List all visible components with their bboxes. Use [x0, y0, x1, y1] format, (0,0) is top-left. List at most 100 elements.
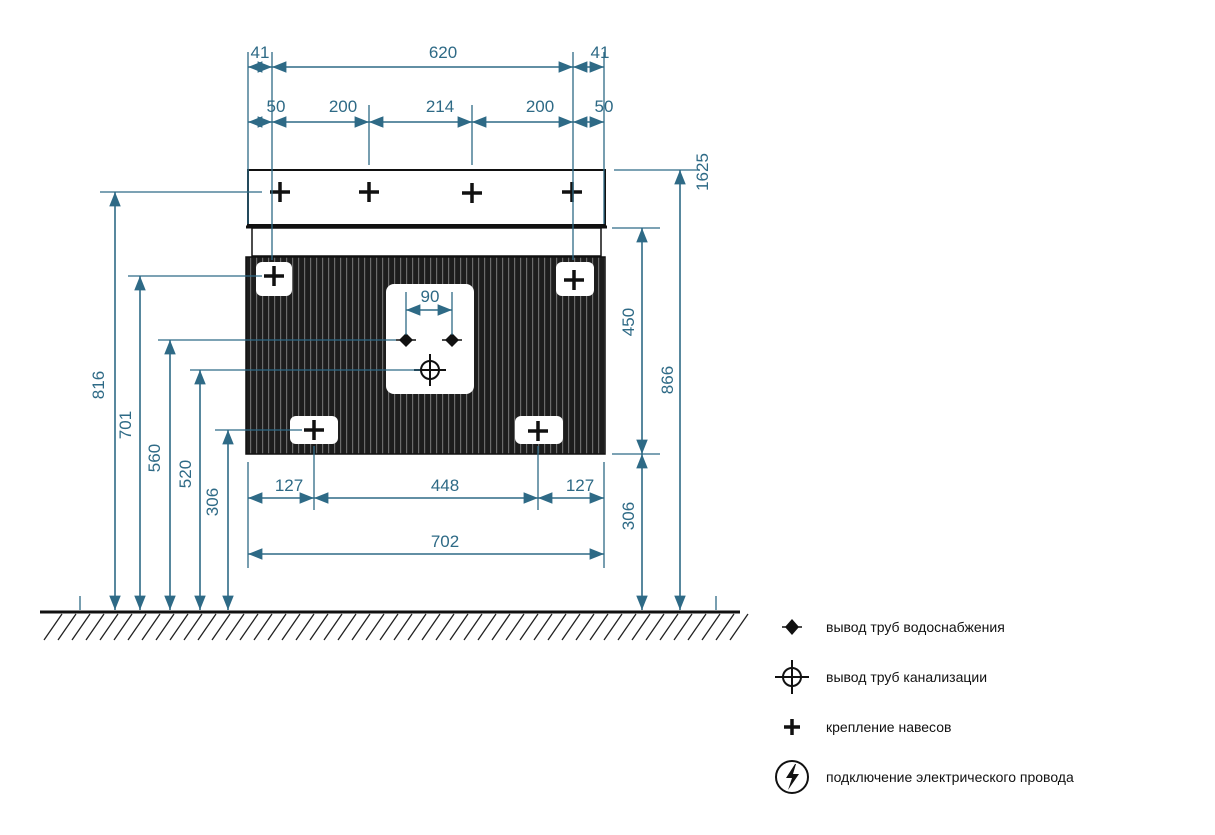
floor-hatch-line [491, 613, 511, 641]
dim-top-right: 41 [591, 43, 610, 62]
floor-hatch-line [687, 613, 707, 641]
dim-height-306-right: 306 [619, 502, 638, 530]
dim-height-866: 866 [658, 366, 677, 394]
floor-hatch-line [43, 613, 63, 641]
floor-hatch-line [645, 613, 665, 641]
legend-label: вывод труб канализации [826, 669, 988, 685]
legend-item-sewer: вывод труб канализации [770, 657, 987, 697]
floor-hatch-line [729, 613, 749, 641]
floor-hatch-line [281, 613, 301, 641]
floor-hatch-line [533, 613, 553, 641]
floor-hatch-line [239, 613, 259, 641]
dim-height-520: 520 [176, 460, 195, 488]
dimension-labels: 41 620 41 50 200 214 200 50 90 1625 816 … [89, 43, 712, 551]
dim-height-816: 816 [89, 371, 108, 399]
floor-hatch-line [547, 613, 567, 641]
floor-hatch-line [589, 613, 609, 641]
floor-hatch-line [309, 613, 329, 641]
dim-tap-spacing-left: 200 [329, 97, 357, 116]
floor-hatch-line [225, 613, 245, 641]
mount-icon [270, 182, 290, 202]
water-supply-icon [770, 607, 814, 647]
mount-icon [304, 420, 324, 440]
floor [40, 610, 749, 641]
floor-hatch-line [617, 613, 637, 641]
mount-icon [462, 183, 482, 203]
floor-hatch-line [575, 613, 595, 641]
worktop [246, 169, 607, 229]
water-supply-icon [396, 333, 416, 347]
floor-hatch-line [113, 613, 133, 641]
floor-hatch-line [253, 613, 273, 641]
mount-icon [528, 421, 548, 441]
floor-hatch-line [99, 613, 119, 641]
floor-hatch-line [365, 613, 385, 641]
floor-hatch-line [631, 613, 651, 641]
dim-tap-spacing-right: 200 [526, 97, 554, 116]
legend-label: вывод труб водоснабжения [826, 619, 1005, 635]
floor-hatch-line [379, 613, 399, 641]
legend-item-electric: подключение электрического провода [770, 757, 1074, 797]
floor-hatch-line [323, 613, 343, 641]
dim-bottom-center: 448 [431, 476, 459, 495]
dimension-lines [109, 61, 686, 610]
floor-hatch-line [71, 613, 91, 641]
floor-hatch-line [127, 613, 147, 641]
dim-height-450: 450 [619, 308, 638, 336]
mount-icon [359, 182, 379, 202]
floor-hatch-line [603, 613, 623, 641]
floor-hatch-line [351, 613, 371, 641]
dim-drain-spacing: 90 [421, 287, 440, 306]
floor-hatch-line [561, 613, 581, 641]
dim-height-560: 560 [145, 444, 164, 472]
floor-hatch-line [659, 613, 679, 641]
mount-icon [264, 266, 284, 286]
legend-label: подключение электрического провода [826, 769, 1074, 785]
legend-item-mount: крепление навесов [770, 707, 951, 747]
legend-label: крепление навесов [826, 719, 952, 735]
floor-hatch-line [169, 613, 189, 641]
dim-height-upper: 1625 [693, 153, 712, 191]
floor-hatch-line [393, 613, 413, 641]
dim-height-701: 701 [116, 411, 135, 439]
dim-top-left: 41 [251, 43, 270, 62]
dim-bottom-total: 702 [431, 532, 459, 551]
floor-hatch-line [85, 613, 105, 641]
floor-hatch-line [155, 613, 175, 641]
floor-hatch-line [407, 613, 427, 641]
floor-hatch-line [701, 613, 721, 641]
floor-hatch-line [421, 613, 441, 641]
floor-hatch-line [505, 613, 525, 641]
floor-hatch-line [435, 613, 455, 641]
mount-icon [564, 270, 584, 290]
floor-hatch-line [477, 613, 497, 641]
dim-height-306-left: 306 [203, 488, 222, 516]
dim-tap-left-margin: 50 [267, 97, 286, 116]
floor-hatch-line [463, 613, 483, 641]
floor-hatch-line [267, 613, 287, 641]
floor-hatch-line [183, 613, 203, 641]
sewer-outlet-icon [770, 657, 814, 697]
floor-hatch-line [141, 613, 161, 641]
dim-bottom-left: 127 [275, 476, 303, 495]
mount-icon [770, 707, 814, 747]
dim-tap-spacing-center: 214 [426, 97, 454, 116]
floor-hatch-line [211, 613, 231, 641]
floor-hatch-line [673, 613, 693, 641]
dim-top-center: 620 [429, 43, 457, 62]
cabinet-lip [251, 227, 602, 257]
dim-tap-right-margin: 50 [595, 97, 614, 116]
floor-hatch-line [519, 613, 539, 641]
water-supply-icon [442, 333, 462, 347]
floor-hatch-line [295, 613, 315, 641]
floor-hatch-line [337, 613, 357, 641]
legend-item-water-supply: вывод труб водоснабжения [770, 607, 1005, 647]
floor-hatch-line [197, 613, 217, 641]
dim-bottom-right: 127 [566, 476, 594, 495]
electric-icon [770, 757, 814, 797]
floor-hatch-line [449, 613, 469, 641]
mount-icon [562, 182, 582, 202]
floor-hatch-line [715, 613, 735, 641]
floor-hatch-line [57, 613, 77, 641]
